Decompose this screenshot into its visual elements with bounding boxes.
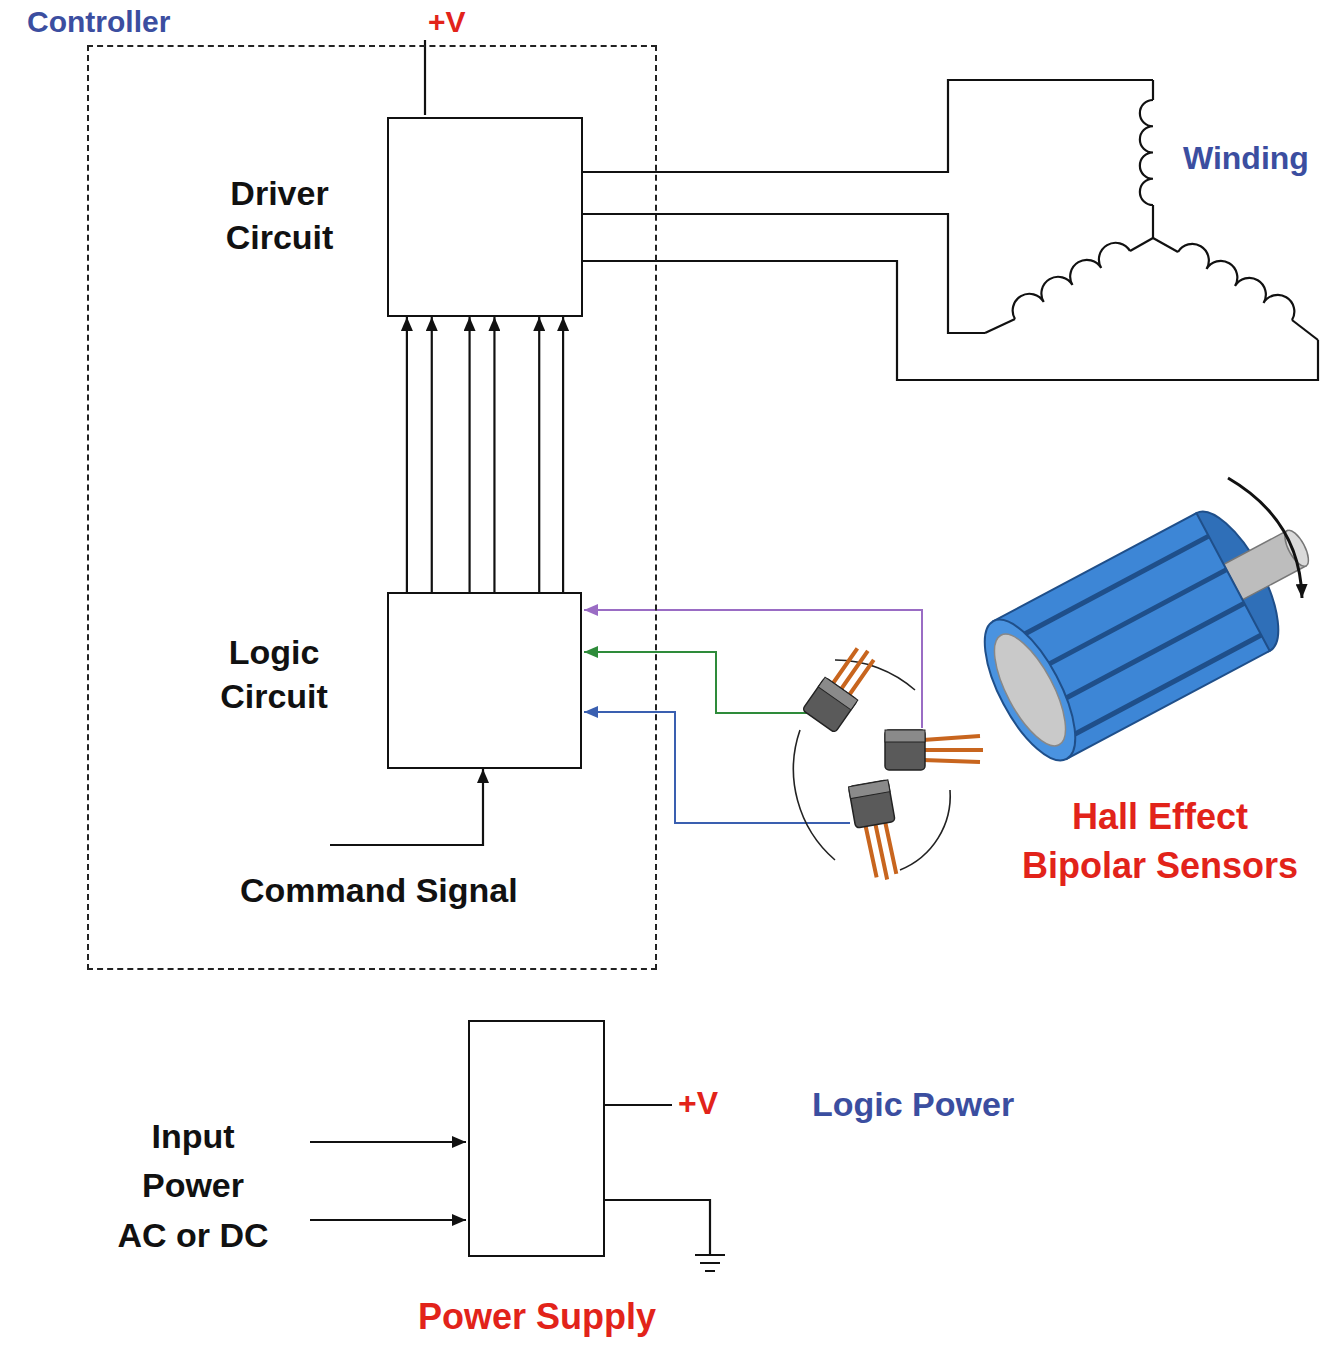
text-holder: Logic Circuit (189, 630, 359, 718)
winding-coil (1140, 100, 1153, 205)
sensor-wire (584, 652, 812, 713)
winding-coil (1152, 205, 1154, 238)
label-holder: Winding (1183, 138, 1309, 180)
ground-symbol (695, 1255, 725, 1271)
winding-coil (1153, 238, 1178, 252)
phase-wire (581, 214, 985, 333)
supply-wire (424, 40, 426, 115)
command-wire (330, 769, 483, 845)
winding-coils (985, 80, 1318, 340)
controller-box: ControllerDriver CircuitLogic Circuit (87, 45, 657, 970)
logic-label: Logic Circuit (189, 630, 359, 718)
winding-label: Winding (1183, 138, 1309, 180)
signal-bus (407, 317, 563, 592)
winding-coil (985, 319, 1015, 333)
signal-line (406, 317, 408, 592)
sensor-label: Hall Effect Bipolar Sensors (1010, 793, 1310, 890)
signal-line (468, 317, 470, 592)
driver-label: Driver Circuit (197, 171, 362, 259)
winding-coil (1178, 244, 1294, 320)
sensor-arcs (793, 660, 950, 870)
ground-wire (605, 1200, 710, 1255)
wires (310, 40, 1318, 1271)
winding-coil (1152, 80, 1154, 100)
logic-box: Logic Circuit (387, 592, 582, 769)
input-arrow (310, 1141, 466, 1143)
phase-wire (581, 80, 1153, 172)
signal-name: Command Signal (240, 868, 518, 912)
sensor-wire (584, 610, 922, 728)
signal-line (493, 317, 495, 592)
phase-wire (581, 261, 1318, 380)
text-holder: Driver Circuit (197, 171, 362, 259)
label-holder: Input Power AC or DC (114, 1112, 272, 1260)
input-arrow (310, 1219, 466, 1221)
power-supply-box: Power Supply (468, 1020, 605, 1257)
label-holder: +V (428, 2, 466, 41)
signal-line (562, 317, 564, 592)
text-holder: Power Supply (418, 1294, 656, 1341)
label-holder: Hall Effect Bipolar Sensors (1010, 793, 1310, 890)
hall-sensor (802, 639, 983, 883)
sensor-wires (584, 610, 922, 823)
rotation-arrow (1228, 478, 1302, 598)
sensor-wire (584, 712, 850, 823)
supply-output (605, 1104, 672, 1106)
power-label: Logic Power (812, 1082, 1014, 1126)
label-holder: +V (678, 1083, 718, 1125)
driver-box: Driver Circuit (387, 117, 583, 317)
winding-coil (1013, 243, 1130, 319)
signal-line (538, 317, 540, 592)
signal-line (431, 317, 433, 592)
supply-voltage: +V (428, 2, 466, 41)
supply-voltage: +V (678, 1083, 718, 1125)
label-holder: Command Signal (240, 868, 518, 912)
label-holder: Logic Power (812, 1082, 1014, 1126)
rotor (967, 476, 1322, 773)
winding-coil (1292, 320, 1318, 340)
controller-title: Controller (27, 2, 170, 41)
text-holder: Controller (27, 2, 170, 41)
power-supply-label: Power Supply (418, 1294, 656, 1341)
input-label: Input Power AC or DC (114, 1112, 272, 1260)
winding-coil (1130, 238, 1153, 251)
